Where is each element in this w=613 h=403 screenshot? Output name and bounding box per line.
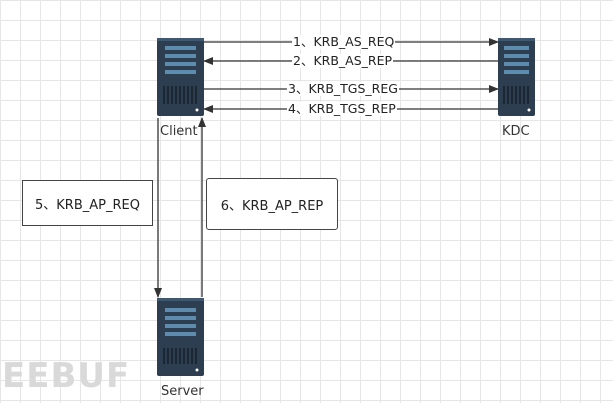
- watermark-logo: EEBUF: [2, 356, 131, 396]
- message-5-box: 5、KRB_AP_REQ: [22, 180, 153, 226]
- message-4-label: 4、KRB_TGS_REP: [287, 101, 397, 116]
- kdc-label: KDC: [502, 124, 530, 139]
- server-label: Server: [161, 384, 204, 399]
- message-3-label: 3、KRB_TGS_REG: [287, 81, 399, 96]
- server-server-icon: [157, 298, 204, 376]
- message-1-label: 1、KRB_AS_REQ: [292, 34, 396, 49]
- client-server-icon: [157, 38, 204, 116]
- kdc-server-icon: [498, 38, 535, 116]
- client-label: Client: [160, 124, 198, 139]
- message-2-label: 2、KRB_AS_REP: [292, 53, 394, 68]
- client-node: [157, 38, 204, 121]
- message-6-box: 6、KRB_AP_REP: [206, 178, 338, 230]
- server-node: [157, 298, 204, 381]
- kdc-node: [498, 38, 535, 121]
